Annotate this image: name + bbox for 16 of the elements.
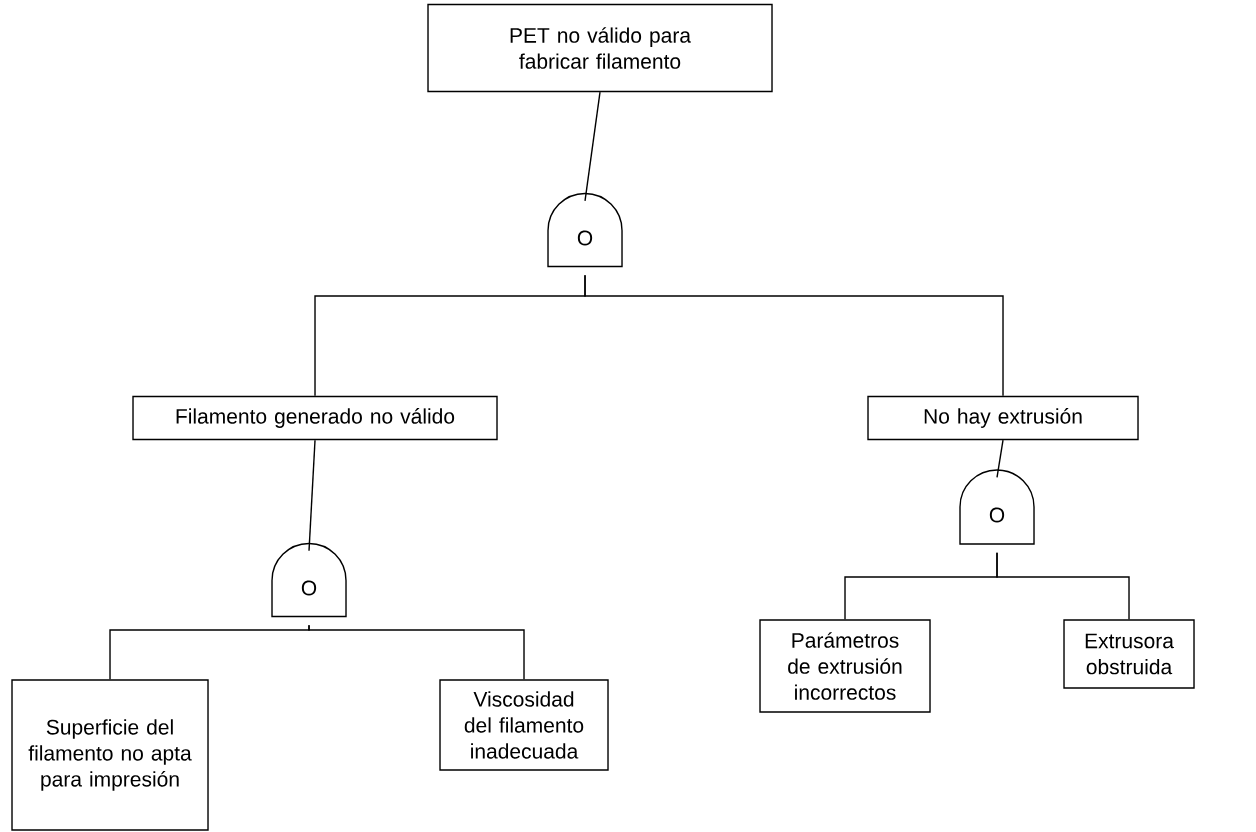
connector-line (584, 91, 601, 202)
connector-line (996, 552, 1130, 620)
event-box: Superficie del filamento no apta para impresión (11, 679, 209, 831)
event-box: Viscosidad del filamento inadecuada (439, 679, 609, 771)
connector-line (308, 439, 316, 552)
event-box: PET no válido para fabricar filamento (427, 3, 773, 93)
connector-line (584, 274, 1004, 397)
or-gate: O (547, 192, 623, 268)
or-gate: O (271, 542, 347, 618)
event-box: Filamento generado no válido (132, 395, 498, 441)
or-gate: O (959, 469, 1035, 545)
event-box: Extrusora obstruida (1063, 619, 1195, 689)
connector-line (308, 624, 525, 680)
event-box: No hay extrusión (867, 395, 1139, 441)
connector-line (996, 439, 1004, 478)
event-box: Parámetros de extrusión incorrectos (759, 619, 931, 713)
